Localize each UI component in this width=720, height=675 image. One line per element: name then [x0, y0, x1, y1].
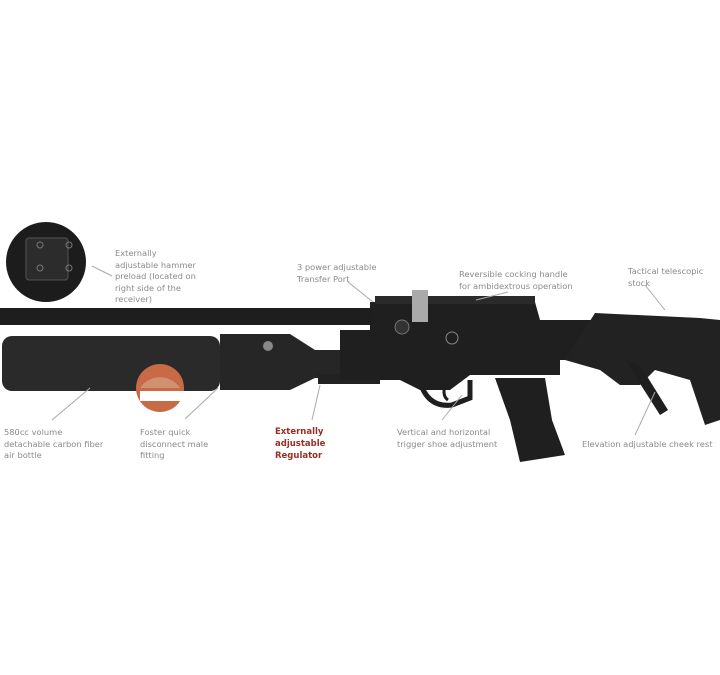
barrel: [0, 308, 380, 325]
callout-regulator: Externally adjustable Regulator: [275, 427, 326, 461]
leader-lines: [51, 265, 666, 436]
callout-air-bottle: 580cc volume detachable carbon fiber air…: [4, 427, 104, 460]
callout-telescopic-stock: Tactical telescopic stock: [628, 266, 704, 288]
callout-hammer-preload: Externally adjustable hammer preload (lo…: [115, 248, 196, 304]
telescopic-stock: [555, 313, 720, 425]
pistol-grip: [495, 378, 565, 462]
air-bottle: [2, 334, 340, 412]
trigger-guard: [417, 380, 473, 408]
callout-cocking-handle: Reversible cocking handle for ambidextro…: [459, 269, 573, 291]
callout-cheek-rest: Elevation adjustable cheek rest: [582, 439, 713, 449]
callout-foster-fitting: Foster quick disconnect male fitting: [140, 427, 209, 460]
callout-transfer-port: 3 power adjustable Transfer Port: [297, 262, 377, 284]
receiver: [340, 290, 560, 390]
hammer-adjuster-inset: [6, 222, 86, 302]
callout-trigger-adjustment: Vertical and horizontal trigger shoe adj…: [397, 427, 498, 449]
